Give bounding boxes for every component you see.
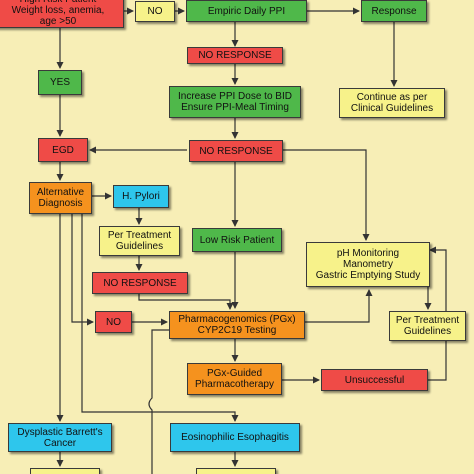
continue-guidelines-box: Continue as per Clinical Guidelines <box>339 88 445 118</box>
egd-box: EGD <box>38 138 88 162</box>
arrow-noresponse-to-ph <box>283 149 370 241</box>
pgx-guided-pharmacotherapy-box: PGx-Guided Pharmacotherapy <box>187 363 282 395</box>
h-pylori-box: H. Pylori <box>113 185 169 208</box>
no-response-1-box: NO RESPONSE <box>187 47 283 64</box>
unsuccessful-box: Unsuccessful <box>321 369 428 391</box>
dysplastic-barretts-box: Dysplastic Barrett's Cancer <box>8 423 112 452</box>
arrow-altdx-to-eoe <box>81 214 239 422</box>
no-top-box: NO <box>135 1 175 22</box>
no-mid-box: NO <box>95 311 132 333</box>
increase-ppi-box: Increase PPI Dose to BID Ensure PPI-Meal… <box>169 86 301 118</box>
response-box: Response <box>361 0 427 22</box>
empiric-ppi-box: Empiric Daily PPI <box>186 0 307 22</box>
eosinophilic-esophagitis-box: Eosinophilic Esophagitis <box>170 423 300 452</box>
bottom-left-box <box>30 468 100 474</box>
arrow-pgx-loop <box>148 329 173 474</box>
alternative-diagnosis-box: Alternative Diagnosis <box>29 182 92 214</box>
yes-box: YES <box>38 70 82 95</box>
per-treatment-guidelines-1-box: Per Treatment Guidelines <box>99 226 180 256</box>
ph-monitoring-box: pH Monitoring Manometry Gastric Emptying… <box>306 242 430 287</box>
per-treatment-guidelines-2-box: Per Treatment Guidelines <box>389 311 466 341</box>
bottom-center-box <box>196 468 276 474</box>
no-response-3-box: NO RESPONSE <box>92 272 188 294</box>
arrow-noresponse-to-pgx <box>138 294 234 310</box>
low-risk-patient-box: Low Risk Patient <box>192 228 282 252</box>
no-response-2-box: NO RESPONSE <box>189 140 283 162</box>
pgx-testing-box: Pharmacogenomics (PGx) CYP2C19 Testing <box>169 311 305 339</box>
arrow-altdx-to-no <box>71 214 94 326</box>
high-risk-patient-box: High Risk Patient Weight loss, anemia, a… <box>0 0 124 28</box>
arrow-pgx-to-ph <box>305 289 373 323</box>
